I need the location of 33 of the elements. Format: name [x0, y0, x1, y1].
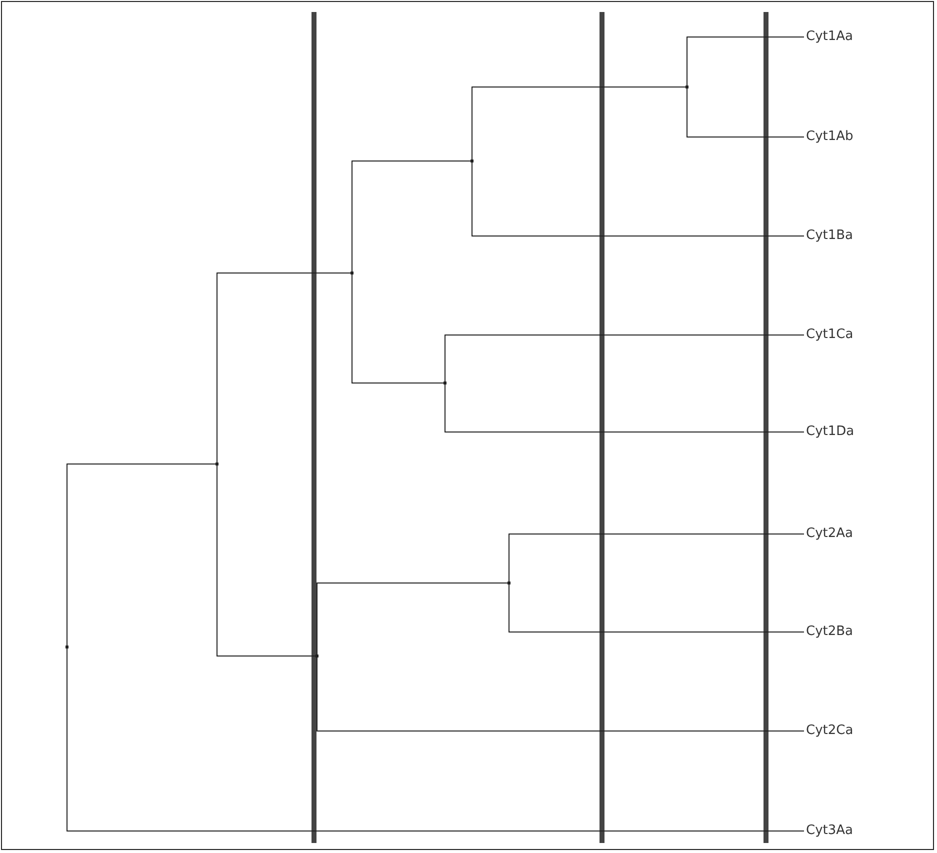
tree-branch [444, 334, 804, 384]
tree-branch [316, 656, 804, 732]
tree-branch [352, 160, 472, 274]
tree-branch [686, 36, 804, 88]
branch-point [508, 582, 510, 584]
tree-branch [66, 464, 218, 648]
tree-branch [444, 382, 804, 432]
tree-branch [686, 86, 804, 138]
branch-point [444, 382, 446, 384]
tree-branch [216, 464, 318, 656]
branch-point [686, 86, 688, 88]
tree-branch [508, 582, 804, 632]
tree-branch [66, 646, 804, 832]
leaf-label: Cyt2Ca [806, 723, 854, 739]
branch-point [216, 462, 218, 466]
leaf-label: Cyt1Da [806, 424, 854, 440]
leaf-label: Cyt2Ba [806, 624, 854, 640]
leaf-label: Cyt1Ba [806, 228, 854, 244]
tree-branch [216, 272, 352, 464]
tree-branch [472, 86, 688, 162]
branch-point [66, 646, 68, 648]
leaf-label: Cyt2Aa [806, 526, 853, 542]
branch-point [470, 160, 474, 162]
branch-point [316, 654, 318, 658]
leaf-label: Cyt1Ab [806, 129, 854, 145]
tree-branch [508, 534, 804, 584]
branch-point [350, 272, 354, 274]
leaf-label: Cyt3Aa [806, 823, 853, 839]
leaf-label: Cyt1Ca [806, 327, 854, 343]
tree-branch [352, 272, 446, 384]
tree-branch [472, 160, 804, 236]
tree-branch [316, 582, 510, 656]
leaf-label: Cyt1Aa [806, 29, 853, 45]
